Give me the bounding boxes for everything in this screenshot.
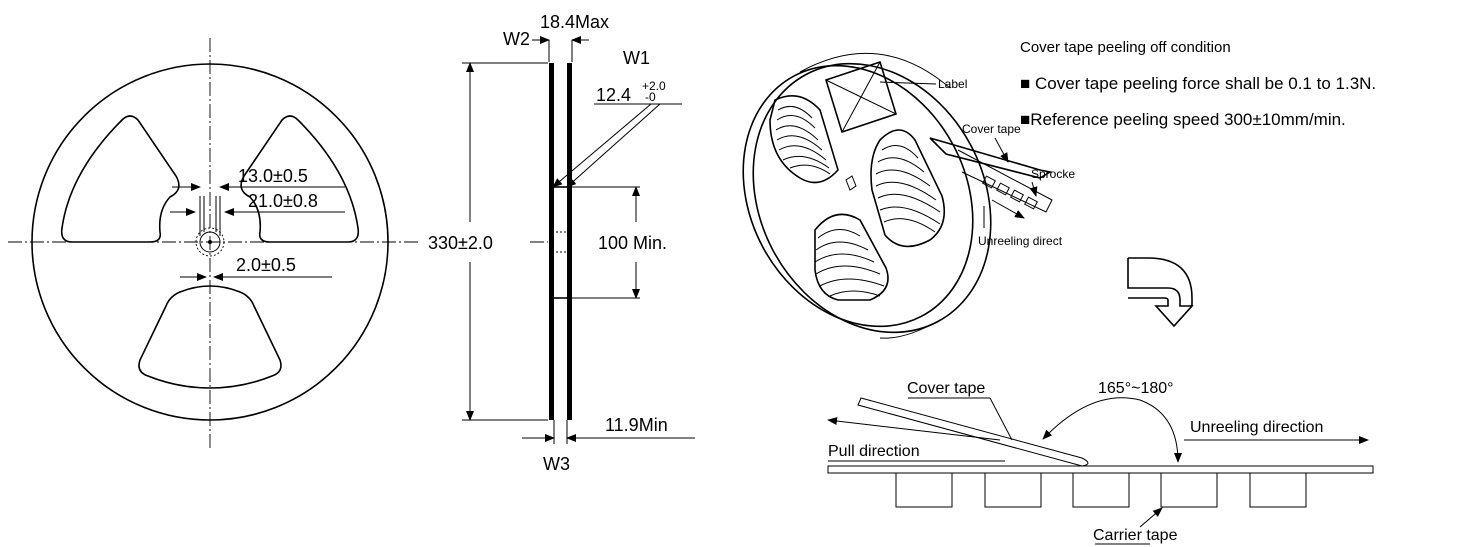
dim-w1-lower-tol: -0 <box>645 90 656 104</box>
window-stripes-left <box>769 94 839 184</box>
label-w1: W1 <box>623 48 650 68</box>
dim-w3-min: 11.9Min <box>605 415 668 435</box>
peel-conditions: Cover tape peeling off condition ■ Cover… <box>1020 39 1376 129</box>
dim-diameter: 330±2.0 <box>428 233 493 253</box>
perspective-view: Label Cover tape Sprocke Unreeling direc… <box>742 52 1075 339</box>
right-flange <box>567 63 572 420</box>
side-view: W2 18.4Max W1 12.4 +2.0 -0 330±2.0 100 M… <box>428 12 695 474</box>
label-carrier-tape: Carrier tape <box>1093 527 1178 544</box>
tape-pocket-4 <box>1024 196 1038 210</box>
hub-center-dot <box>208 240 212 244</box>
label-sprocket: Sprocke <box>1031 167 1075 181</box>
label-w2: W2 <box>503 29 530 49</box>
tape-pocket-1 <box>982 175 996 189</box>
reel-back-rim <box>752 62 992 334</box>
label-angle: 165°~180° <box>1098 380 1174 397</box>
reel-window-right <box>240 115 360 243</box>
reel-window-bottom <box>138 285 282 389</box>
carrier-pocket-1 <box>895 472 953 508</box>
hub-circle <box>199 231 221 253</box>
peel-conditions-title: Cover tape peeling off condition <box>1020 39 1231 56</box>
carrier-tape-strip <box>827 465 1374 474</box>
dim-w1-upper-tol: +2.0 <box>642 79 666 93</box>
reel-front-face <box>742 64 974 328</box>
dim-hub-min: 100 Min. <box>598 233 667 253</box>
window-stripes-right <box>870 129 946 248</box>
tape-pocket-3 <box>1010 189 1024 203</box>
window-stripes-bottom <box>814 213 889 301</box>
dim-hub-outer: 21.0±0.8 <box>248 191 318 211</box>
tape-pocket-2 <box>996 182 1010 196</box>
dim-hub-inner: 13.0±0.5 <box>238 166 308 186</box>
carrier-pocket-5 <box>1249 472 1307 508</box>
front-view: 13.0±0.5 21.0±0.8 2.0±0.5 <box>8 38 418 450</box>
label-unreeling-3d: Unreeling direct <box>978 234 1063 248</box>
label-pull: Pull direction <box>828 443 920 460</box>
label-label: Label <box>938 77 967 91</box>
label-cover-tape-3d: Cover tape <box>962 122 1021 136</box>
reel-label-box <box>825 60 897 134</box>
label-w3: W3 <box>543 454 570 474</box>
dim-w1-base: 12.4 <box>596 85 631 105</box>
label-unreeling: Unreeling direction <box>1190 419 1323 436</box>
angle-arc <box>1042 397 1182 463</box>
label-cover-tape: Cover tape <box>907 380 985 397</box>
carrier-pocket-3 <box>1072 472 1130 508</box>
dim-width-max: 18.4Max <box>540 12 609 32</box>
peel-bullet-1: ■ Cover tape peeling force shall be 0.1 … <box>1020 74 1376 93</box>
turn-arrow-icon <box>1127 258 1194 328</box>
peel-bullet-2: ■Reference peeling speed 300±10mm/min. <box>1020 110 1346 129</box>
reel-window-left <box>60 115 180 243</box>
dim-slot: 2.0±0.5 <box>236 255 296 275</box>
peel-diagram: Cover tape 165°~180° Unreeling direction… <box>827 380 1374 545</box>
left-flange <box>549 63 554 420</box>
carrier-pocket-4 <box>1160 472 1218 508</box>
hub-dash-circle <box>195 227 225 257</box>
carrier-pocket-2 <box>984 472 1042 508</box>
